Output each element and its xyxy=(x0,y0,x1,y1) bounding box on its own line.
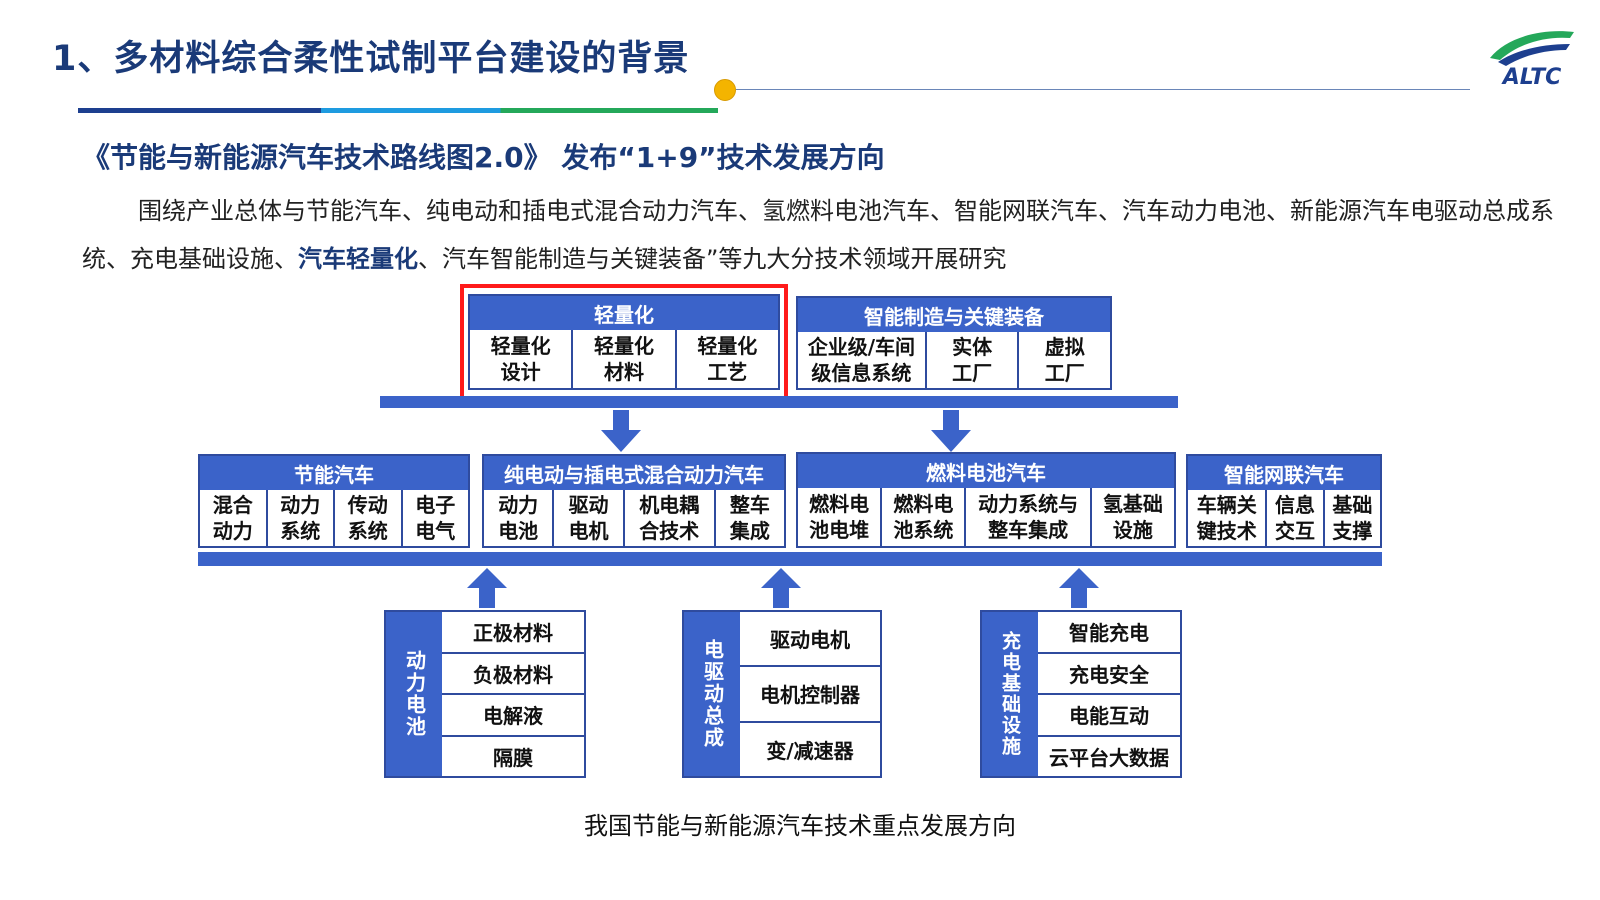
box-fuel-cell: 燃料电池汽车 燃料电池电堆 燃料电池系统 动力系统与整车集成 氢基础设施 xyxy=(796,452,1176,548)
box-cell: 驱动电机 xyxy=(552,490,622,546)
box-header: 燃料电池汽车 xyxy=(798,454,1174,488)
logo-text: ALTC xyxy=(1501,65,1562,90)
box-cell: 信息交互 xyxy=(1265,490,1322,546)
accent-dot xyxy=(714,79,736,101)
box-cell: 燃料电池系统 xyxy=(880,488,964,546)
list-item: 充电安全 xyxy=(1038,651,1180,694)
highlight-frame xyxy=(460,284,788,401)
box-cell: 整车集成 xyxy=(713,490,784,546)
box-smart-manufacturing: 智能制造与关键装备 企业级/车间级信息系统 实体工厂 虚拟工厂 xyxy=(796,296,1112,390)
box-phev-bev: 纯电动与插电式混合动力汽车 动力电池 驱动电机 机电耦合技术 整车集成 xyxy=(482,454,786,548)
box-cell: 轻量化材料 xyxy=(571,330,674,388)
list-item: 隔膜 xyxy=(442,734,584,777)
box-cell: 车辆关键技术 xyxy=(1196,493,1257,543)
arrow-up-icon xyxy=(761,568,801,608)
arrow-up-icon xyxy=(467,568,507,608)
subtitle: 《节能与新能源汽车技术路线图2.0》 发布“1+9”技术发展方向 xyxy=(82,141,885,174)
box-cell: 电子电气 xyxy=(400,490,469,546)
box-side-title: 电驱动总成 xyxy=(684,612,740,776)
slide-title: 1、多材料综合柔性试制平台建设的背景 xyxy=(52,39,690,79)
paragraph-highlight: 汽车轻量化 xyxy=(298,245,418,273)
list-item: 电能互动 xyxy=(1038,693,1180,735)
paragraph-text-1: 围绕产业总体与节能汽车、纯电动和插电式混合动力汽车、氢燃料电池汽车、智能网联汽车… xyxy=(82,197,1554,273)
altc-logo: ALTC xyxy=(1484,24,1580,90)
box-header: 轻量化 xyxy=(470,296,778,330)
box-cell: 轻量化工艺 xyxy=(674,330,778,388)
box-power-battery: 动力电池 正极材料 负极材料 电解液 隔膜 xyxy=(384,610,586,778)
list-item: 正极材料 xyxy=(473,621,553,646)
list-item: 变/减速器 xyxy=(740,720,880,776)
box-header: 纯电动与插电式混合动力汽车 xyxy=(484,456,784,490)
diagram-caption: 我国节能与新能源汽车技术重点发展方向 xyxy=(584,812,1016,840)
box-cell: 传动系统 xyxy=(333,490,401,546)
list-item: 负极材料 xyxy=(442,651,584,694)
box-charging: 充电基础设施 智能充电 充电安全 电能互动 云平台大数据 xyxy=(980,610,1182,778)
box-side-title: 充电基础设施 xyxy=(982,612,1038,776)
arrow-up-icon xyxy=(1059,568,1099,608)
paragraph-text-2: 、汽车智能制造与关键装备”等九大分技术领域开展研究 xyxy=(418,245,1007,273)
box-cell: 基础支撑 xyxy=(1322,490,1380,546)
arrow-down-icon xyxy=(931,410,971,452)
box-energy-saving: 节能汽车 混合动力 动力系统 传动系统 电子电气 xyxy=(198,454,470,548)
list-item: 电机控制器 xyxy=(740,665,880,720)
box-cell: 轻量化设计 xyxy=(490,334,551,384)
box-cell: 氢基础设施 xyxy=(1089,488,1174,546)
title-underline xyxy=(78,108,718,113)
arrow-down-icon xyxy=(601,410,641,452)
list-item: 云平台大数据 xyxy=(1038,734,1180,777)
box-cell: 虚拟工厂 xyxy=(1017,332,1110,388)
box-cell: 混合动力 xyxy=(212,493,253,543)
box-cell: 企业级/车间级信息系统 xyxy=(807,335,916,385)
box-lightweight: 轻量化 轻量化设计 轻量化材料 轻量化工艺 xyxy=(468,294,780,390)
list-item: 驱动电机 xyxy=(770,628,850,653)
box-header: 智能网联汽车 xyxy=(1188,456,1380,490)
box-side-title: 动力电池 xyxy=(386,612,442,776)
box-cell: 机电耦合技术 xyxy=(622,490,714,546)
box-connected: 智能网联汽车 车辆关键技术 信息交互 基础支撑 xyxy=(1186,454,1382,548)
box-cell: 动力系统 xyxy=(265,490,334,546)
connector-bar-top xyxy=(380,396,1178,408)
box-cell: 动力电池 xyxy=(498,493,539,543)
list-item: 电解液 xyxy=(442,693,584,735)
box-header: 节能汽车 xyxy=(200,456,468,490)
header-divider xyxy=(736,89,1470,90)
box-header: 智能制造与关键装备 xyxy=(798,298,1110,332)
intro-paragraph: 围绕产业总体与节能汽车、纯电动和插电式混合动力汽车、氢燃料电池汽车、智能网联汽车… xyxy=(82,187,1572,283)
box-e-drive: 电驱动总成 驱动电机 电机控制器 变/减速器 xyxy=(682,610,882,778)
list-item: 智能充电 xyxy=(1069,621,1149,646)
altc-logo-icon: ALTC xyxy=(1490,31,1574,90)
box-cell: 燃料电池电堆 xyxy=(809,492,870,542)
box-cell: 动力系统与整车集成 xyxy=(964,488,1089,546)
connector-bar-bottom xyxy=(198,552,1382,566)
box-cell: 实体工厂 xyxy=(924,332,1018,388)
